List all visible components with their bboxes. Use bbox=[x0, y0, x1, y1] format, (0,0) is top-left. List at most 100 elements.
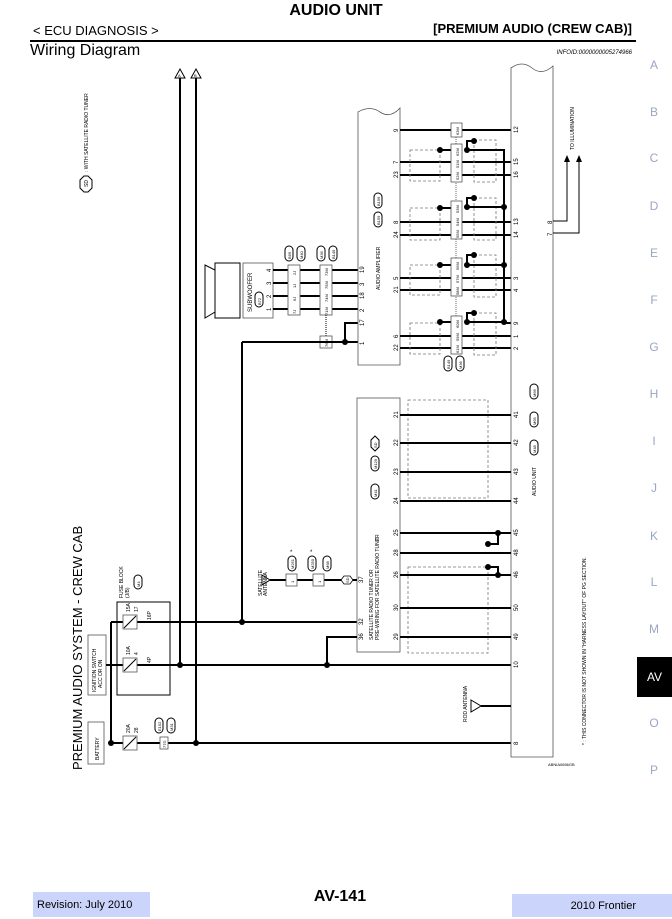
index-a[interactable]: A bbox=[649, 58, 658, 72]
svg-text:3: 3 bbox=[267, 281, 273, 285]
index-f[interactable]: F bbox=[650, 293, 658, 307]
svg-text:1: 1 bbox=[290, 580, 295, 583]
svg-text:2: 2 bbox=[267, 294, 273, 298]
off-page-connectors: A B bbox=[174, 67, 202, 79]
svg-text:43: 43 bbox=[514, 468, 520, 475]
svg-text:A: A bbox=[178, 73, 181, 78]
svg-text:7: 7 bbox=[394, 160, 400, 164]
svg-text:45: 45 bbox=[514, 529, 520, 536]
svg-text:2: 2 bbox=[514, 346, 520, 350]
svg-text:58M: 58M bbox=[455, 287, 460, 295]
svg-text:8: 8 bbox=[548, 220, 554, 224]
index-av-active[interactable]: AV bbox=[637, 657, 672, 697]
svg-text:22: 22 bbox=[394, 439, 400, 446]
svg-text:32: 32 bbox=[359, 618, 365, 625]
svg-text:46: 46 bbox=[514, 571, 520, 578]
svg-text:16P: 16P bbox=[147, 610, 153, 620]
svg-text:36: 36 bbox=[359, 633, 365, 640]
index-o[interactable]: O bbox=[649, 716, 659, 730]
svg-text:76M: 76M bbox=[324, 339, 329, 347]
svg-text:8: 8 bbox=[514, 741, 520, 745]
svg-text:B159: B159 bbox=[376, 215, 381, 225]
svg-text:ANTENNA: ANTENNA bbox=[263, 571, 269, 596]
svg-text:*: * bbox=[310, 550, 313, 556]
svg-text:M68: M68 bbox=[325, 560, 330, 569]
index-p[interactable]: P bbox=[649, 763, 658, 777]
index-g[interactable]: G bbox=[649, 340, 659, 354]
svg-text:12: 12 bbox=[514, 126, 520, 133]
svg-text:AUDIO AMPLIFIER: AUDIO AMPLIFIER bbox=[376, 246, 382, 290]
tuner-wires: 21 22 23 24 25 28 26 30 29 37 32 36 bbox=[326, 399, 511, 665]
breadcrumb[interactable]: < ECU DIAGNOSIS > bbox=[33, 23, 159, 38]
svg-text:51M: 51M bbox=[455, 160, 460, 168]
info-id: INFOID:0000000005274966 bbox=[556, 50, 632, 56]
svg-text:FUSE BLOCK: FUSE BLOCK bbox=[119, 566, 125, 598]
svg-text:61M: 61M bbox=[455, 345, 460, 353]
svg-text:18: 18 bbox=[360, 292, 366, 299]
svg-text:ACC OR ON: ACC OR ON bbox=[98, 659, 104, 688]
svg-text:SD: SD bbox=[84, 180, 90, 187]
index-l[interactable]: L bbox=[650, 575, 658, 589]
svg-text:15A: 15A bbox=[126, 602, 132, 612]
svg-text:*: * bbox=[375, 538, 381, 540]
page-heading: Wiring Diagram bbox=[30, 42, 141, 59]
index-k[interactable]: K bbox=[649, 529, 658, 543]
svg-text:52M: 52M bbox=[455, 172, 460, 180]
svg-text:13: 13 bbox=[514, 218, 520, 225]
model: 2010 Frontier bbox=[512, 894, 672, 917]
figure-id: ABNIA0656GB bbox=[548, 762, 575, 767]
index-i[interactable]: I bbox=[652, 434, 656, 448]
fuse-block bbox=[116, 601, 171, 696]
svg-text:57M: 57M bbox=[455, 275, 460, 283]
fuse-15a: 15A 17 16P bbox=[122, 602, 153, 630]
svg-text:14: 14 bbox=[514, 231, 520, 238]
svg-text:48: 48 bbox=[514, 549, 520, 556]
svg-text:71M: 71M bbox=[324, 307, 329, 315]
svg-text:63M: 63M bbox=[455, 127, 460, 135]
svg-text:B149: B149 bbox=[446, 359, 451, 369]
page-title: AUDIO UNIT bbox=[289, 2, 383, 19]
svg-text:SD: SD bbox=[345, 577, 350, 583]
svg-text:56M: 56M bbox=[455, 262, 460, 270]
svg-text:49: 49 bbox=[514, 633, 520, 640]
svg-text:77G: 77G bbox=[162, 740, 167, 748]
satellite-antenna: SATELLITE ANTENNA 1 1 M251 * M250 * M68 … bbox=[258, 550, 357, 596]
index-c[interactable]: C bbox=[649, 151, 659, 165]
audio-unit bbox=[510, 63, 554, 758]
svg-text:75M: 75M bbox=[324, 281, 329, 289]
svg-text:26: 26 bbox=[394, 571, 400, 578]
svg-text:15: 15 bbox=[514, 158, 520, 165]
index-e[interactable]: E bbox=[649, 246, 658, 260]
subwoofer: SUBWOOFER B72 bbox=[204, 262, 274, 319]
index-d[interactable]: D bbox=[649, 199, 659, 213]
svg-text:M36: M36 bbox=[458, 360, 463, 369]
svg-text:17: 17 bbox=[134, 606, 140, 612]
svg-text:41: 41 bbox=[514, 411, 520, 418]
svg-text:2: 2 bbox=[360, 308, 366, 312]
index-j[interactable]: J bbox=[651, 481, 657, 495]
svg-text:62M: 62M bbox=[455, 148, 460, 156]
index-b[interactable]: B bbox=[649, 105, 658, 119]
svg-text:54M: 54M bbox=[455, 218, 460, 226]
audio-amplifier bbox=[357, 106, 401, 366]
sd-legend: SD : WITH SATELLITE RADIO TUNER bbox=[79, 93, 93, 193]
svg-text:M250: M250 bbox=[310, 558, 315, 569]
svg-text:: WITH SATELLITE RADIO TUNER: : WITH SATELLITE RADIO TUNER bbox=[84, 93, 90, 172]
svg-text:20A: 20A bbox=[126, 723, 132, 733]
svg-text:SUBWOOFER: SUBWOOFER bbox=[248, 272, 254, 312]
index-h[interactable]: H bbox=[649, 387, 659, 401]
svg-text:SATELLITE RADIO TUNER OR: SATELLITE RADIO TUNER OR bbox=[369, 569, 375, 640]
svg-text:42: 42 bbox=[514, 439, 520, 446]
footnote: * : THIS CONNECTOR IS NOT SHOWN IN "HARN… bbox=[582, 557, 588, 745]
svg-text:M41: M41 bbox=[373, 488, 378, 497]
svg-text:ROD ANTENNA: ROD ANTENNA bbox=[463, 685, 469, 722]
svg-text:M251: M251 bbox=[290, 558, 295, 569]
svg-text:44: 44 bbox=[514, 497, 520, 504]
svg-text:SATELLITE: SATELLITE bbox=[258, 569, 264, 596]
svg-text:4: 4 bbox=[514, 288, 520, 292]
svg-text:9: 9 bbox=[394, 128, 400, 132]
index-m[interactable]: M bbox=[649, 622, 659, 636]
svg-text:1: 1 bbox=[514, 334, 520, 338]
fuse-20a: 20A 28 bbox=[122, 723, 140, 751]
